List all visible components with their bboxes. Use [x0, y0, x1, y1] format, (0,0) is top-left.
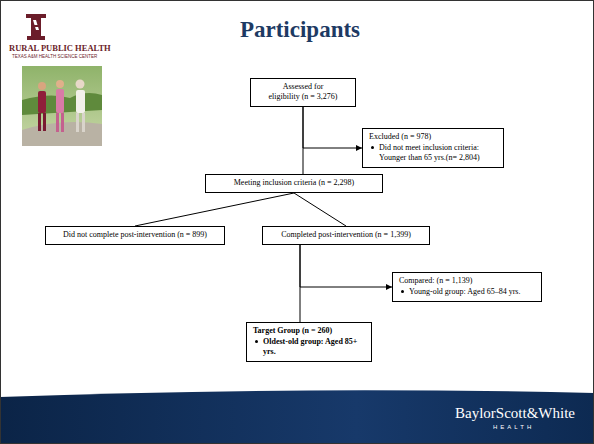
- process-box: Meeting inclusion criteria (n = 2,298): [205, 174, 383, 193]
- flow-line: [294, 193, 346, 226]
- flow-arrow: [303, 107, 362, 148]
- box-bullet-text: Oldest-old group: Aged 85+ yrs.: [253, 337, 365, 357]
- process-box: Did not complete post-intervention (n = …: [45, 226, 225, 245]
- sponsor-subtitle: HEALTH: [493, 424, 534, 430]
- exclusion-box: Excluded (n = 978)Did not meet inclusion…: [362, 128, 504, 168]
- process-box: Completed post-intervention (n = 1,399): [262, 226, 430, 245]
- box-heading: Excluded (n = 978): [369, 132, 497, 142]
- process-box: Assessed for eligibility (n = 3,276): [250, 78, 356, 107]
- box-heading: Meeting inclusion criteria (n = 2,298): [212, 178, 376, 188]
- flow-line: [303, 107, 304, 174]
- org-subtitle: TEXAS A&M HEALTH SCIENCE CENTER: [12, 54, 97, 59]
- box-bullet-text: Did not meet inclusion criteria: Younger…: [369, 143, 497, 163]
- walking-women-photo: [22, 66, 102, 146]
- target-box: Target Group (n = 260)Oldest-old group: …: [246, 322, 372, 362]
- flow-line: [135, 193, 294, 226]
- box-heading: Target Group (n = 260): [253, 326, 365, 336]
- org-name: RURAL PUBLIC HEALTH: [9, 43, 111, 53]
- box-bullet-text: Young-old group: Aged 65–84 yrs.: [399, 287, 535, 297]
- footer-band: [0, 390, 594, 444]
- sponsor-logo: BaylorScott&White: [455, 405, 575, 422]
- box-heading: Compared: (n = 1,139): [399, 276, 535, 286]
- box-heading: Completed post-intervention (n = 1,399): [269, 230, 423, 240]
- comparison-box: Compared: (n = 1,139)Young-old group: Ag…: [392, 272, 542, 302]
- box-heading: Assessed for eligibility (n = 3,276): [257, 82, 349, 102]
- box-heading: Did not complete post-intervention (n = …: [52, 230, 218, 240]
- flow-arrow: [300, 245, 392, 287]
- slide-title: Participants: [150, 17, 450, 43]
- university-logo: [26, 14, 46, 40]
